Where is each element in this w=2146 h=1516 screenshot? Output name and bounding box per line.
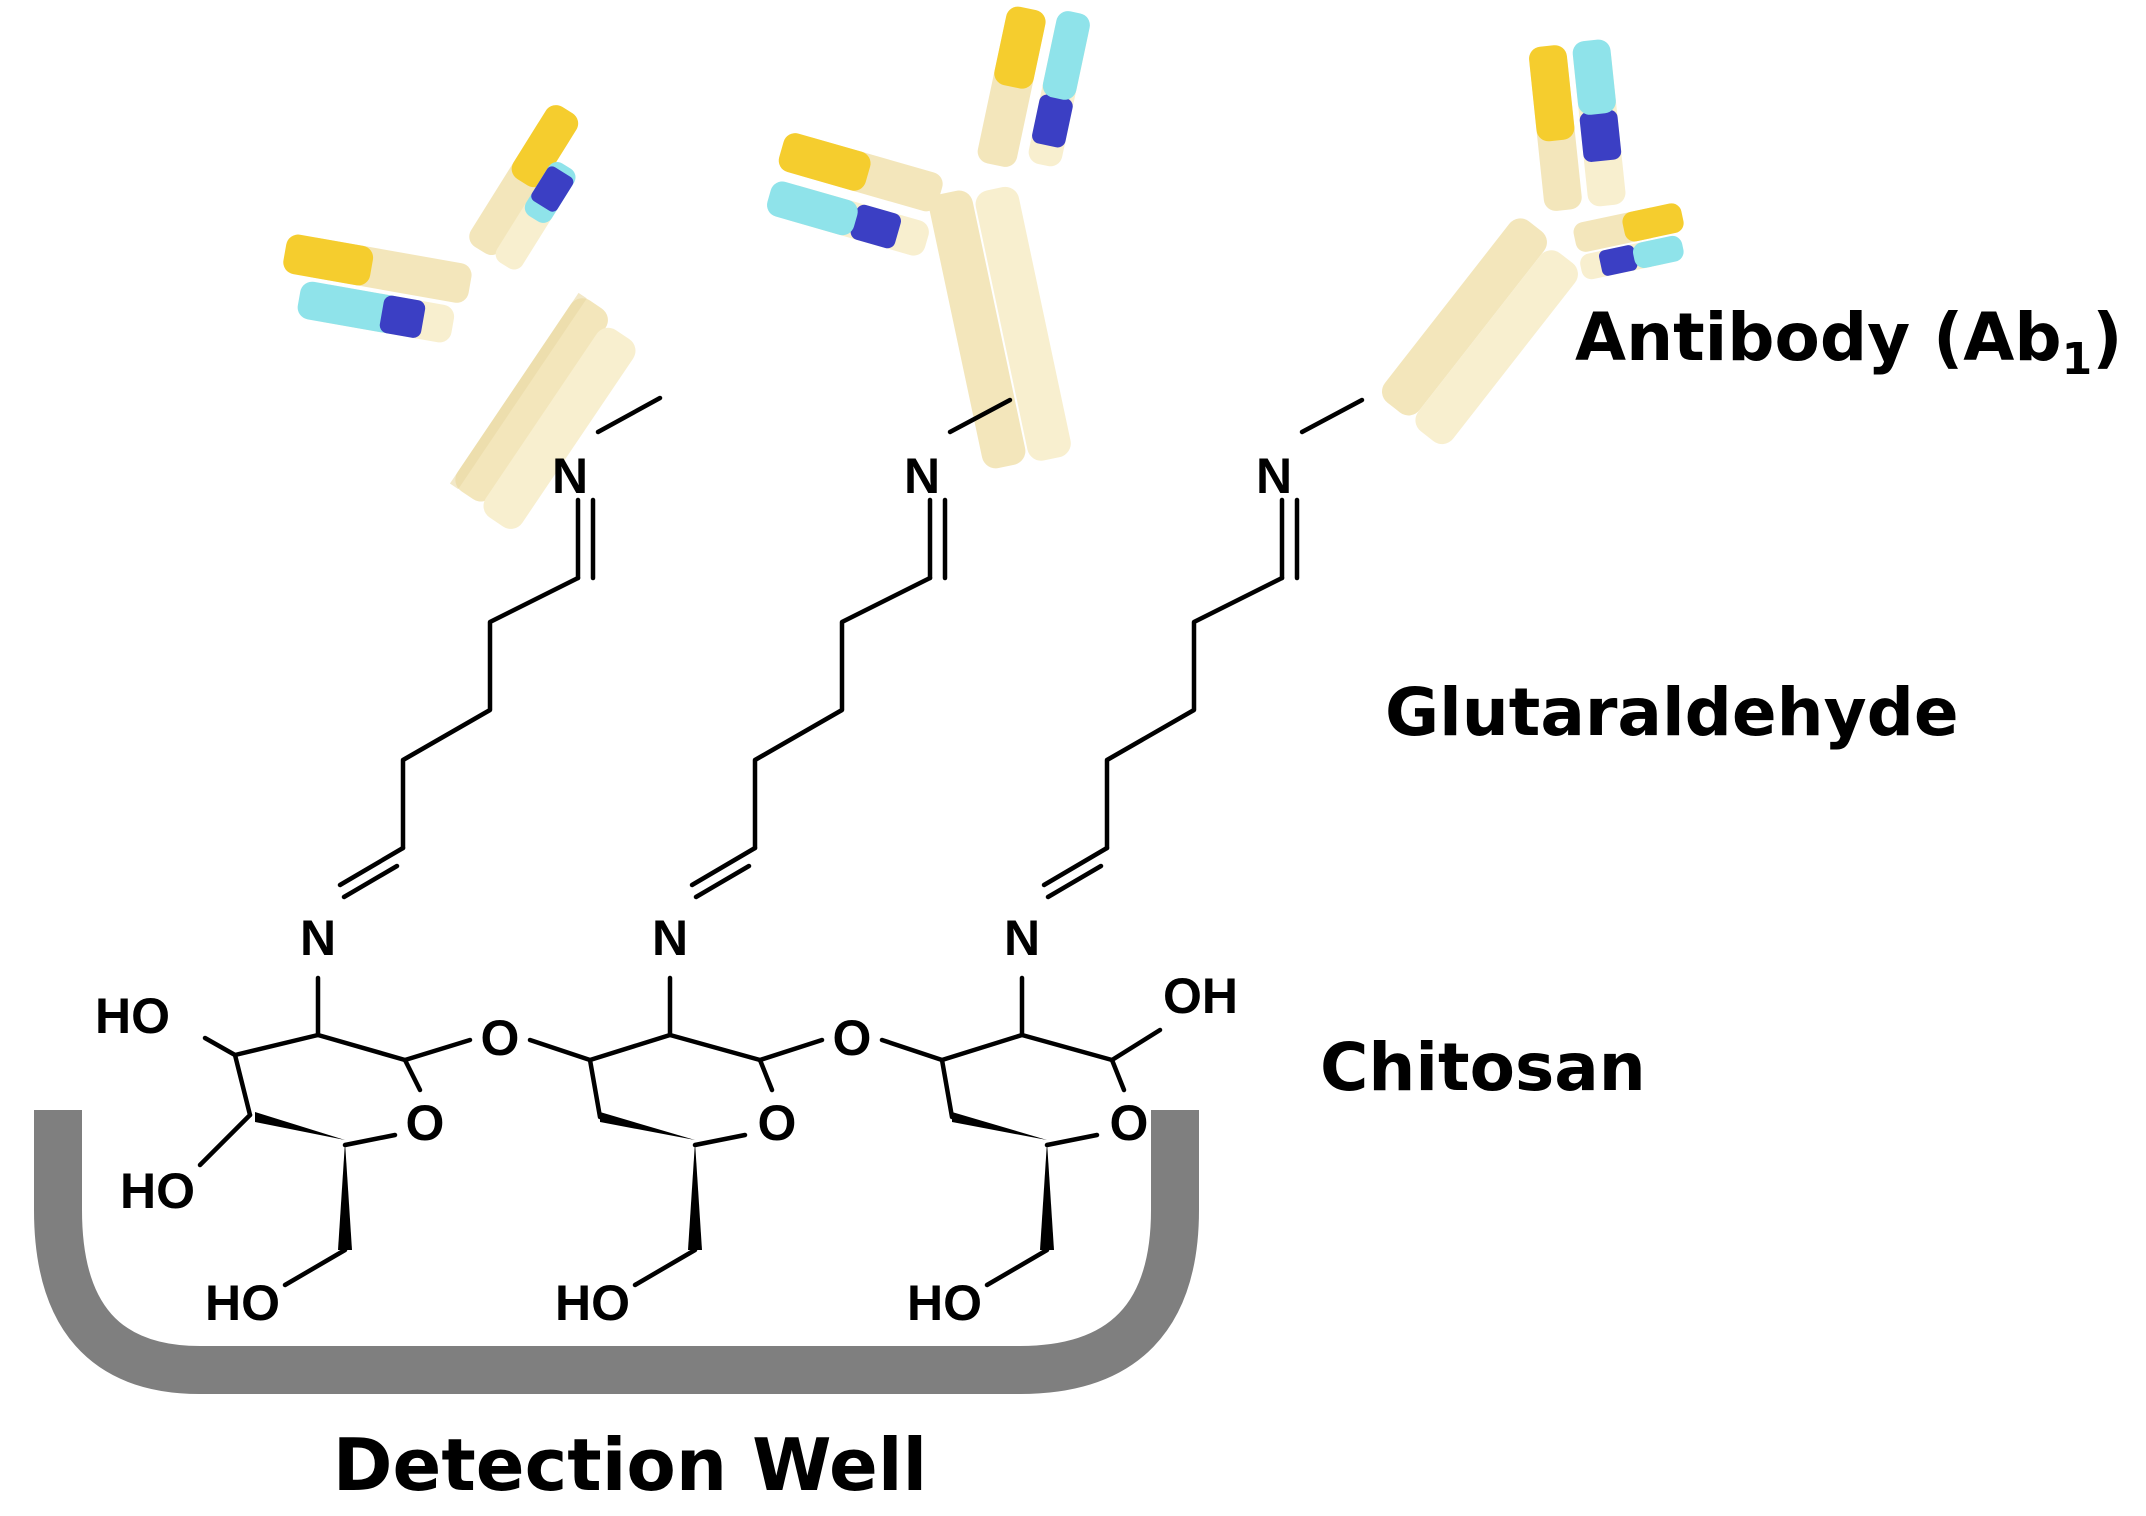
atom-o-ring-2: O [758,1095,797,1151]
atom-n-top-2: N [904,448,940,504]
label-glutaraldehyde: Glutaraldehyde [1385,674,1959,751]
atom-ho-3: HO [907,1275,982,1331]
atom-n-top-3: N [1256,448,1292,504]
atom-n-top-1: N [552,448,588,504]
atom-o-ring-3: O [1110,1095,1149,1151]
linker-2 [667,397,1013,1038]
atom-n-bottom-2: N [652,910,688,966]
linker-1 [315,395,663,1038]
label-detection-well: Detection Well [333,1423,927,1507]
atom-n-bottom-3: N [1004,910,1040,966]
detection-well [34,1110,1199,1394]
antibody-3 [1381,39,1684,445]
linker-3 [1019,397,1365,1038]
label-chitosan: Chitosan [1320,1029,1646,1106]
chitosan-ring-1 [197,1032,473,1288]
atom-ho-1c: HO [205,1275,280,1331]
antibody-2 [767,6,1090,469]
atom-o-glycosidic-2: O [833,1010,872,1066]
atom-ho-1b: HO [120,1163,195,1219]
chitosan-ring-3 [879,1027,1163,1288]
atom-oh-terminal: OH [1163,968,1238,1024]
atom-o-ring-1: O [406,1095,445,1151]
antibody-1 [283,105,636,529]
atom-ho-2: HO [555,1275,630,1331]
atom-ho-1a: HO [95,988,170,1044]
atom-n-bottom-1: N [300,910,336,966]
chitosan-ring-2 [527,1032,825,1288]
label-antibody: Antibody (Ab1) [1575,299,2122,385]
atom-o-glycosidic-1: O [481,1010,520,1066]
